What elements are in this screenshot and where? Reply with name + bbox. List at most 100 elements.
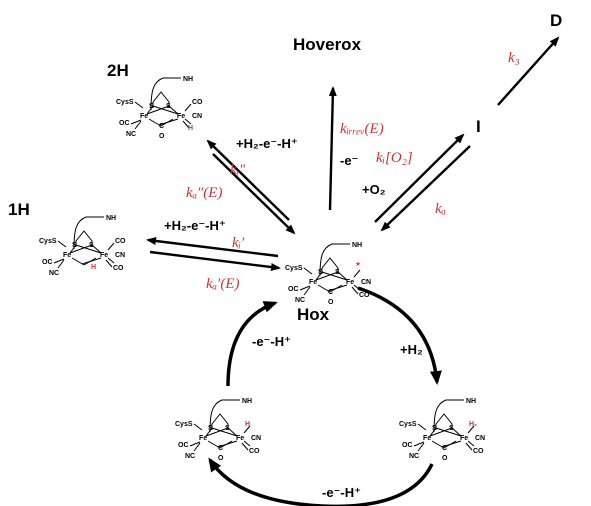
- curve-arrow-bottom: [208, 457, 434, 506]
- arrow-i-to-hox: [380, 145, 471, 232]
- atom-cyss: CysS: [175, 421, 193, 428]
- atom-s-right: S: [89, 242, 94, 249]
- rate-k3: k₃: [508, 50, 520, 66]
- atom-fe-right: Fe: [177, 113, 185, 120]
- arrow-hox-to-i: [374, 133, 465, 223]
- atom-s-left: S: [318, 269, 323, 276]
- atom-o: O: [442, 455, 448, 462]
- atom-fe-right: Fe: [236, 435, 244, 442]
- atom-fe-left: Fe: [309, 279, 317, 286]
- atom-o: O: [218, 455, 224, 462]
- atom-h-red: H: [188, 125, 193, 132]
- atom-cn: CN: [192, 113, 202, 120]
- atom-co: CO: [473, 448, 484, 455]
- rate-ka-double-prime: kₐ″(E): [186, 185, 222, 201]
- atom-s-right: S: [335, 269, 340, 276]
- i-label: I: [476, 117, 481, 136]
- atom-nc: NC: [295, 297, 305, 304]
- step-h2-e-h-lower: +H₂-e⁻-H⁺: [164, 218, 226, 233]
- step-plus-o2: +O₂: [362, 182, 386, 197]
- atom-c: C: [442, 445, 447, 452]
- atom-c: C: [328, 289, 333, 296]
- atom-fe-left: Fe: [140, 113, 148, 120]
- atom-s-right: S: [225, 425, 230, 432]
- atom-c: C: [218, 445, 223, 452]
- atom-s-right: S: [449, 425, 454, 432]
- atom-fe-left: Fe: [423, 435, 431, 442]
- atom-c: C: [159, 123, 164, 130]
- step-e-h-bottom: -e⁻-H⁺: [322, 485, 361, 500]
- atom-cn: CN: [361, 279, 371, 286]
- arrow-hox-to-2h: [206, 139, 290, 221]
- atom-h-red: H: [245, 421, 250, 428]
- rate-ka: kₐ: [435, 201, 446, 217]
- atom-nh: NH: [352, 242, 362, 249]
- atom-nc: NC: [49, 270, 59, 277]
- one-h-label: 1H: [8, 200, 30, 219]
- atom-nh: NH: [106, 215, 116, 222]
- arrow-2h-to-hox: [212, 153, 296, 235]
- atom-cn: CN: [115, 252, 125, 259]
- atom-oc: OC: [288, 286, 299, 293]
- molecule-hox: NH S S CysS Fe Fe OC NC C O * CN CO: [285, 242, 371, 306]
- atom-co: CO: [192, 99, 203, 106]
- arrow-hox-to-1h: [146, 237, 279, 258]
- step-e-h-left: -e⁻-H⁺: [252, 334, 291, 349]
- atom-fe-left: Fe: [63, 252, 71, 259]
- atom-star-red: *: [356, 261, 360, 272]
- step-minus-e: -e⁻: [340, 153, 358, 168]
- atom-o: O: [159, 133, 165, 140]
- atom-cn: CN: [475, 435, 485, 442]
- atom-cyss: CysS: [39, 238, 57, 245]
- hox-label: Hox: [297, 305, 330, 324]
- atom-s-left: S: [72, 242, 77, 249]
- atom-h-red: H: [91, 264, 96, 271]
- molecule-2h: NH S S CysS Fe Fe OC NC C O CO CN H: [116, 76, 203, 140]
- atom-co: CO: [115, 238, 126, 245]
- atom-o: O: [328, 299, 334, 306]
- atom-oc: OC: [119, 120, 130, 127]
- atom-cn: CN: [251, 435, 261, 442]
- atom-oc: OC: [42, 259, 53, 266]
- hoverox-label: Hoverox: [293, 35, 362, 54]
- atom-cyss: CysS: [285, 265, 303, 272]
- atom-fe-left: Fe: [199, 435, 207, 442]
- arrow-1h-to-hox: [149, 250, 281, 271]
- curve-arrow-left-to-hox: [226, 301, 278, 387]
- rate-ki-double-prime: kᵢ″: [230, 162, 246, 178]
- atom-nc: NC: [185, 453, 195, 460]
- atom-fe-right: Fe: [346, 279, 354, 286]
- atom-co: CO: [359, 292, 370, 299]
- molecule-bottom-right: NH S S CysS Fe Fe OC NC C O H₂ CN CO: [399, 398, 485, 462]
- atom-nh: NH: [466, 398, 476, 405]
- rate-ki-o2: kᵢ[O₂]: [376, 150, 413, 166]
- atom-nc: NC: [126, 131, 136, 138]
- atom-co: CO: [249, 448, 260, 455]
- atom-s-left: S: [208, 425, 213, 432]
- arrow-hox-to-hoverox: [328, 86, 337, 211]
- molecule-bottom-left: NH S S CysS Fe Fe OC NC C O H CN CO: [175, 398, 261, 462]
- molecule-1h: NH S S CysS Fe Fe OC NC H CO CN CO: [39, 215, 126, 277]
- atom-nh: NH: [242, 398, 252, 405]
- atom-nc: NC: [409, 453, 419, 460]
- curve-arrow-hox-to-right: [357, 286, 442, 385]
- step-plus-h2: +H₂: [400, 342, 423, 357]
- atom-co-lower: CO: [113, 265, 124, 272]
- atom-oc: OC: [402, 442, 413, 449]
- rate-k-irrev: kᵢᵣᵣₑᵥ(E): [340, 121, 384, 137]
- atom-cyss: CysS: [399, 421, 417, 428]
- atom-h2-red: H₂: [469, 421, 477, 428]
- atom-s-right: S: [166, 103, 171, 110]
- atom-s-left: S: [432, 425, 437, 432]
- atom-fe-right: Fe: [100, 252, 108, 259]
- d-label: D: [550, 11, 562, 30]
- step-h2-e-h-upper: +H₂-e⁻-H⁺: [236, 136, 298, 151]
- atom-nh: NH: [183, 76, 193, 83]
- arrow-i-to-d: [497, 36, 560, 106]
- two-h-label: 2H: [107, 61, 129, 80]
- atom-cyss: CysS: [116, 99, 134, 106]
- atom-fe-right: Fe: [460, 435, 468, 442]
- rate-ki-prime: kᵢ′: [232, 235, 245, 251]
- atom-s-left: S: [149, 103, 154, 110]
